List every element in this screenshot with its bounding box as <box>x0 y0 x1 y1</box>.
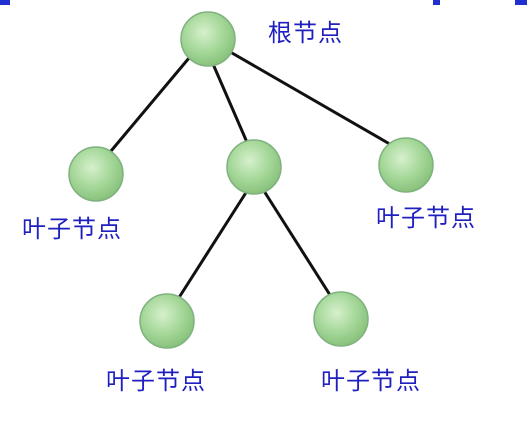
top-band-mark-1 <box>0 0 10 5</box>
top-band-mark-2 <box>433 0 440 5</box>
node-label-root: 根节点 <box>268 19 343 47</box>
node-label-leaf-1: 叶子节点 <box>22 215 122 243</box>
node-leaf-1 <box>68 146 124 202</box>
edge-root-leaf-1 <box>109 56 191 153</box>
node-inner <box>226 139 282 195</box>
top-band-mark-3 <box>515 0 527 5</box>
node-leaf-3 <box>139 293 195 349</box>
edge-root-inner <box>211 62 248 142</box>
node-leaf-2 <box>378 137 434 193</box>
node-root <box>180 11 236 67</box>
node-label-leaf-3: 叶子节点 <box>106 367 206 395</box>
edge-inner-leaf-4 <box>262 189 332 297</box>
node-leaf-4 <box>313 291 369 347</box>
top-band-decoration <box>0 0 527 5</box>
edge-root-leaf-2 <box>230 51 390 145</box>
node-label-leaf-4: 叶子节点 <box>321 367 421 395</box>
node-label-leaf-2: 叶子节点 <box>376 204 476 232</box>
edge-inner-leaf-3 <box>178 189 249 298</box>
